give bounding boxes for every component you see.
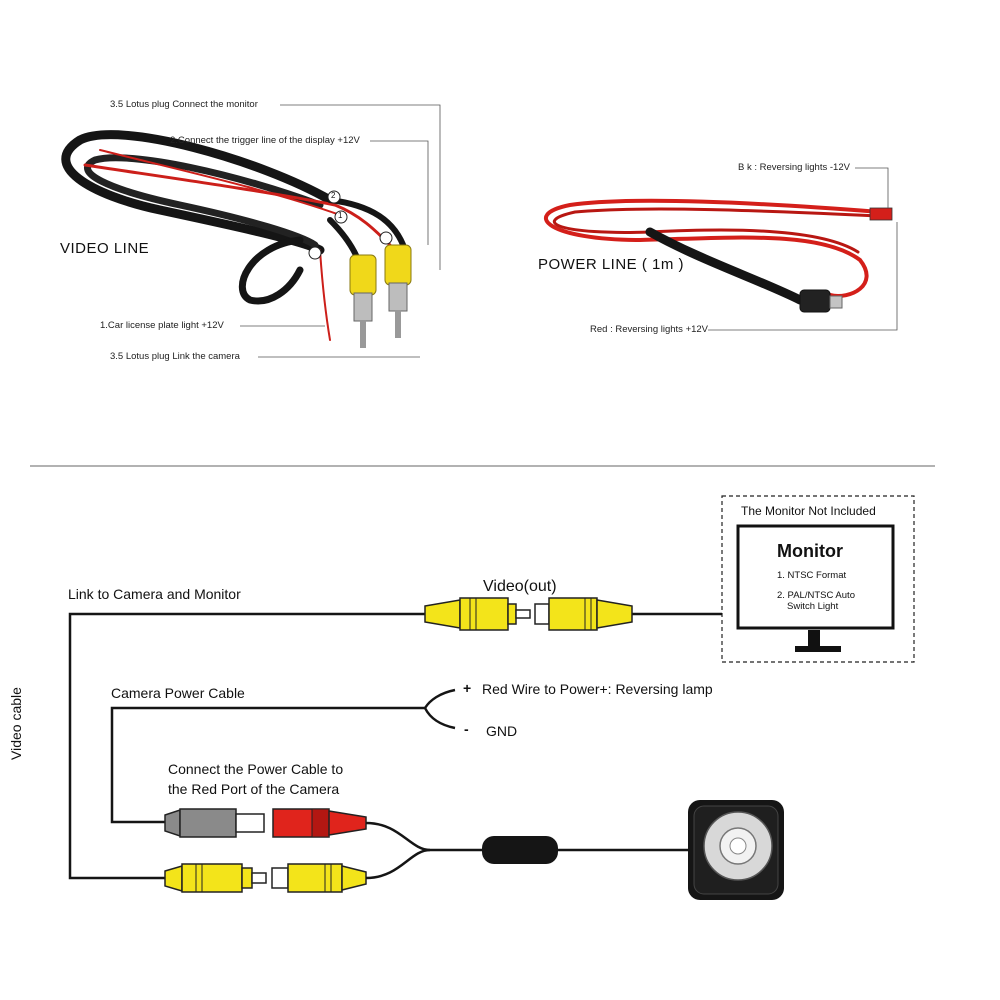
rear-camera bbox=[688, 800, 784, 900]
connect-power-label-line2: the Red Port of the Camera bbox=[168, 781, 340, 797]
video-cable-label: Video cable bbox=[8, 687, 24, 760]
video-out-female-plug bbox=[534, 597, 633, 631]
label-black-wire: B k : Reversing lights -12V bbox=[738, 162, 850, 173]
cable-module-block bbox=[482, 836, 558, 864]
power-cable-path bbox=[110, 688, 456, 824]
label-plug-camera: 3.5 Lotus plug Link the camera bbox=[110, 351, 240, 362]
marker-1-label: 1 bbox=[338, 211, 343, 220]
monitor-base bbox=[795, 646, 841, 652]
video-line-leaders bbox=[240, 104, 441, 358]
label-trigger-line: 2.Connect the trigger line of the displa… bbox=[170, 135, 360, 146]
video-out-male-plug bbox=[424, 597, 531, 631]
yellow-video-port-female bbox=[271, 863, 367, 893]
camera-cable-path bbox=[365, 821, 690, 880]
monitor-stand bbox=[808, 630, 820, 646]
monitor-not-included-label: The Monitor Not Included bbox=[741, 504, 876, 518]
gnd-minus-sign: - bbox=[464, 721, 469, 737]
power-line-leaders bbox=[708, 167, 898, 331]
gnd-label: GND bbox=[486, 723, 518, 739]
red-power-port bbox=[272, 808, 367, 838]
monitor-title: Monitor bbox=[777, 541, 843, 561]
video-line-rca-plugs bbox=[349, 244, 412, 348]
power-line-cable bbox=[544, 198, 893, 313]
gray-power-plug bbox=[164, 808, 265, 838]
video-line-cable-coil bbox=[61, 130, 408, 341]
monitor-item-2-line1: 2. PAL/NTSC Auto bbox=[777, 590, 855, 601]
video-line-title: VIDEO LINE bbox=[60, 240, 150, 257]
label-plug-monitor: 3.5 Lotus plug Connect the monitor bbox=[110, 99, 258, 110]
video-cable-path bbox=[68, 612, 722, 880]
yellow-video-plug-male bbox=[164, 863, 267, 893]
video-line-markers bbox=[308, 190, 393, 260]
label-red-wire: Red : Reversing lights +12V bbox=[590, 324, 709, 335]
marker-2-label: 2 bbox=[331, 191, 336, 200]
link-camera-monitor-label: Link to Camera and Monitor bbox=[68, 586, 241, 602]
product-photos bbox=[30, 104, 935, 467]
connect-power-label-line1: Connect the Power Cable to bbox=[168, 761, 344, 777]
monitor-item-2-line2: Switch Light bbox=[787, 601, 839, 612]
monitor-item-1: 1. NTSC Format bbox=[777, 570, 847, 581]
label-plate-light: 1.Car license plate light +12V bbox=[100, 320, 224, 331]
power-line-title: POWER LINE ( 1m ) bbox=[538, 256, 685, 273]
red-wire-plus-sign: + bbox=[463, 680, 472, 696]
red-wire-label: Red Wire to Power+: Reversing lamp bbox=[482, 681, 713, 697]
camera-power-cable-label: Camera Power Cable bbox=[111, 685, 245, 701]
video-out-label: Video(out) bbox=[483, 578, 557, 595]
